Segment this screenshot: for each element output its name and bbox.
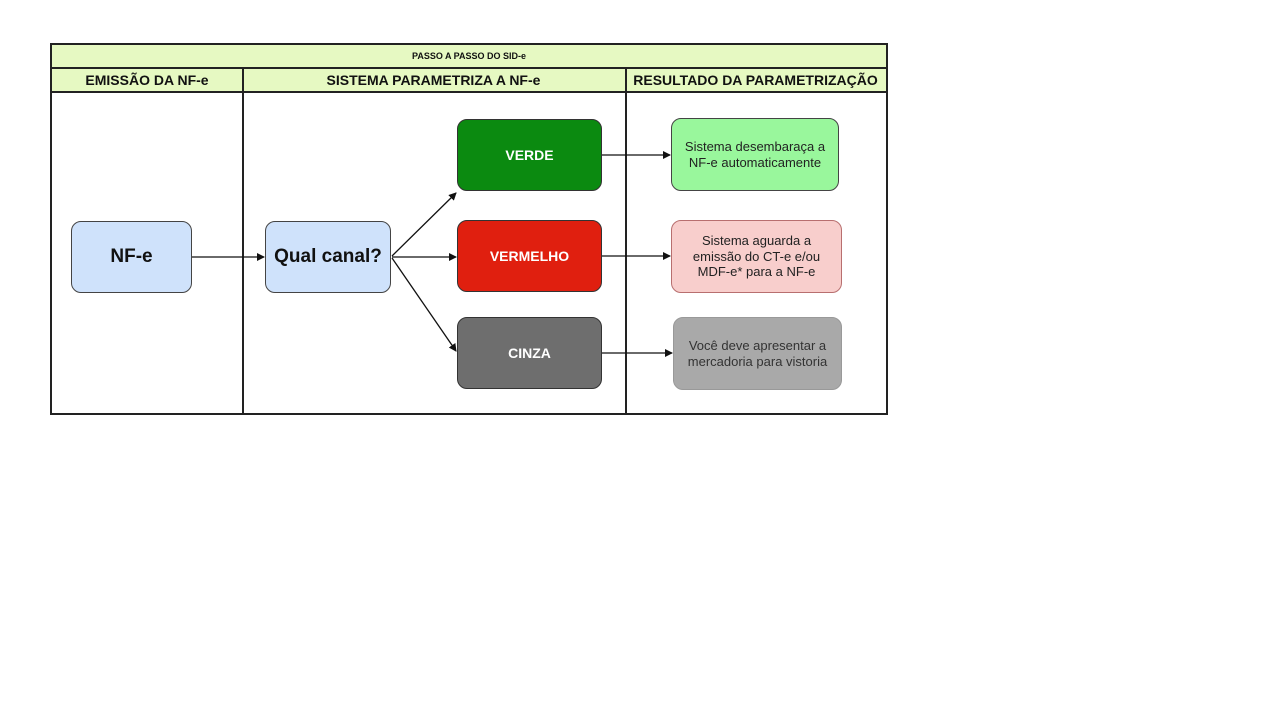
flowchart: PASSO A PASSO DO SID-e EMISSÃO DA NF-e S…	[50, 43, 888, 415]
node-qual-canal-label: Qual canal?	[274, 245, 382, 267]
node-verde-label: VERDE	[505, 146, 554, 163]
lane-divider-2	[625, 69, 627, 413]
node-cinza-label: CINZA	[508, 344, 551, 361]
result-verde-text: Sistema desembaraça a NF-e automaticamen…	[684, 138, 826, 170]
result-vermelho-text: Sistema aguarda a emissão do CT-e e/ou M…	[692, 233, 821, 280]
node-vermelho-label: VERMELHO	[489, 247, 570, 264]
node-nfe-label: NF-e	[110, 245, 153, 267]
column-header-emissao: EMISSÃO DA NF-e	[52, 69, 242, 93]
result-verde: Sistema desembaraça a NF-e automaticamen…	[671, 118, 839, 191]
arrow-question-to-verde	[391, 192, 457, 257]
result-cinza-text: Você deve apresentar a mercadoria para v…	[687, 337, 828, 369]
node-vermelho: VERMELHO	[457, 220, 602, 292]
node-cinza: CINZA	[457, 317, 602, 389]
column-header-resultado: RESULTADO DA PARAMETRIZAÇÃO	[625, 69, 886, 93]
result-cinza: Você deve apresentar a mercadoria para v…	[673, 317, 842, 390]
node-verde: VERDE	[457, 119, 602, 191]
arrow-question-to-cinza	[391, 257, 457, 352]
lane-divider-1	[242, 69, 244, 413]
node-nfe: NF-e	[71, 221, 192, 293]
diagram-title: PASSO A PASSO DO SID-e	[52, 45, 886, 69]
column-header-parametriza: SISTEMA PARAMETRIZA A NF-e	[242, 69, 625, 93]
node-qual-canal: Qual canal?	[265, 221, 391, 293]
result-vermelho: Sistema aguarda a emissão do CT-e e/ou M…	[671, 220, 842, 293]
